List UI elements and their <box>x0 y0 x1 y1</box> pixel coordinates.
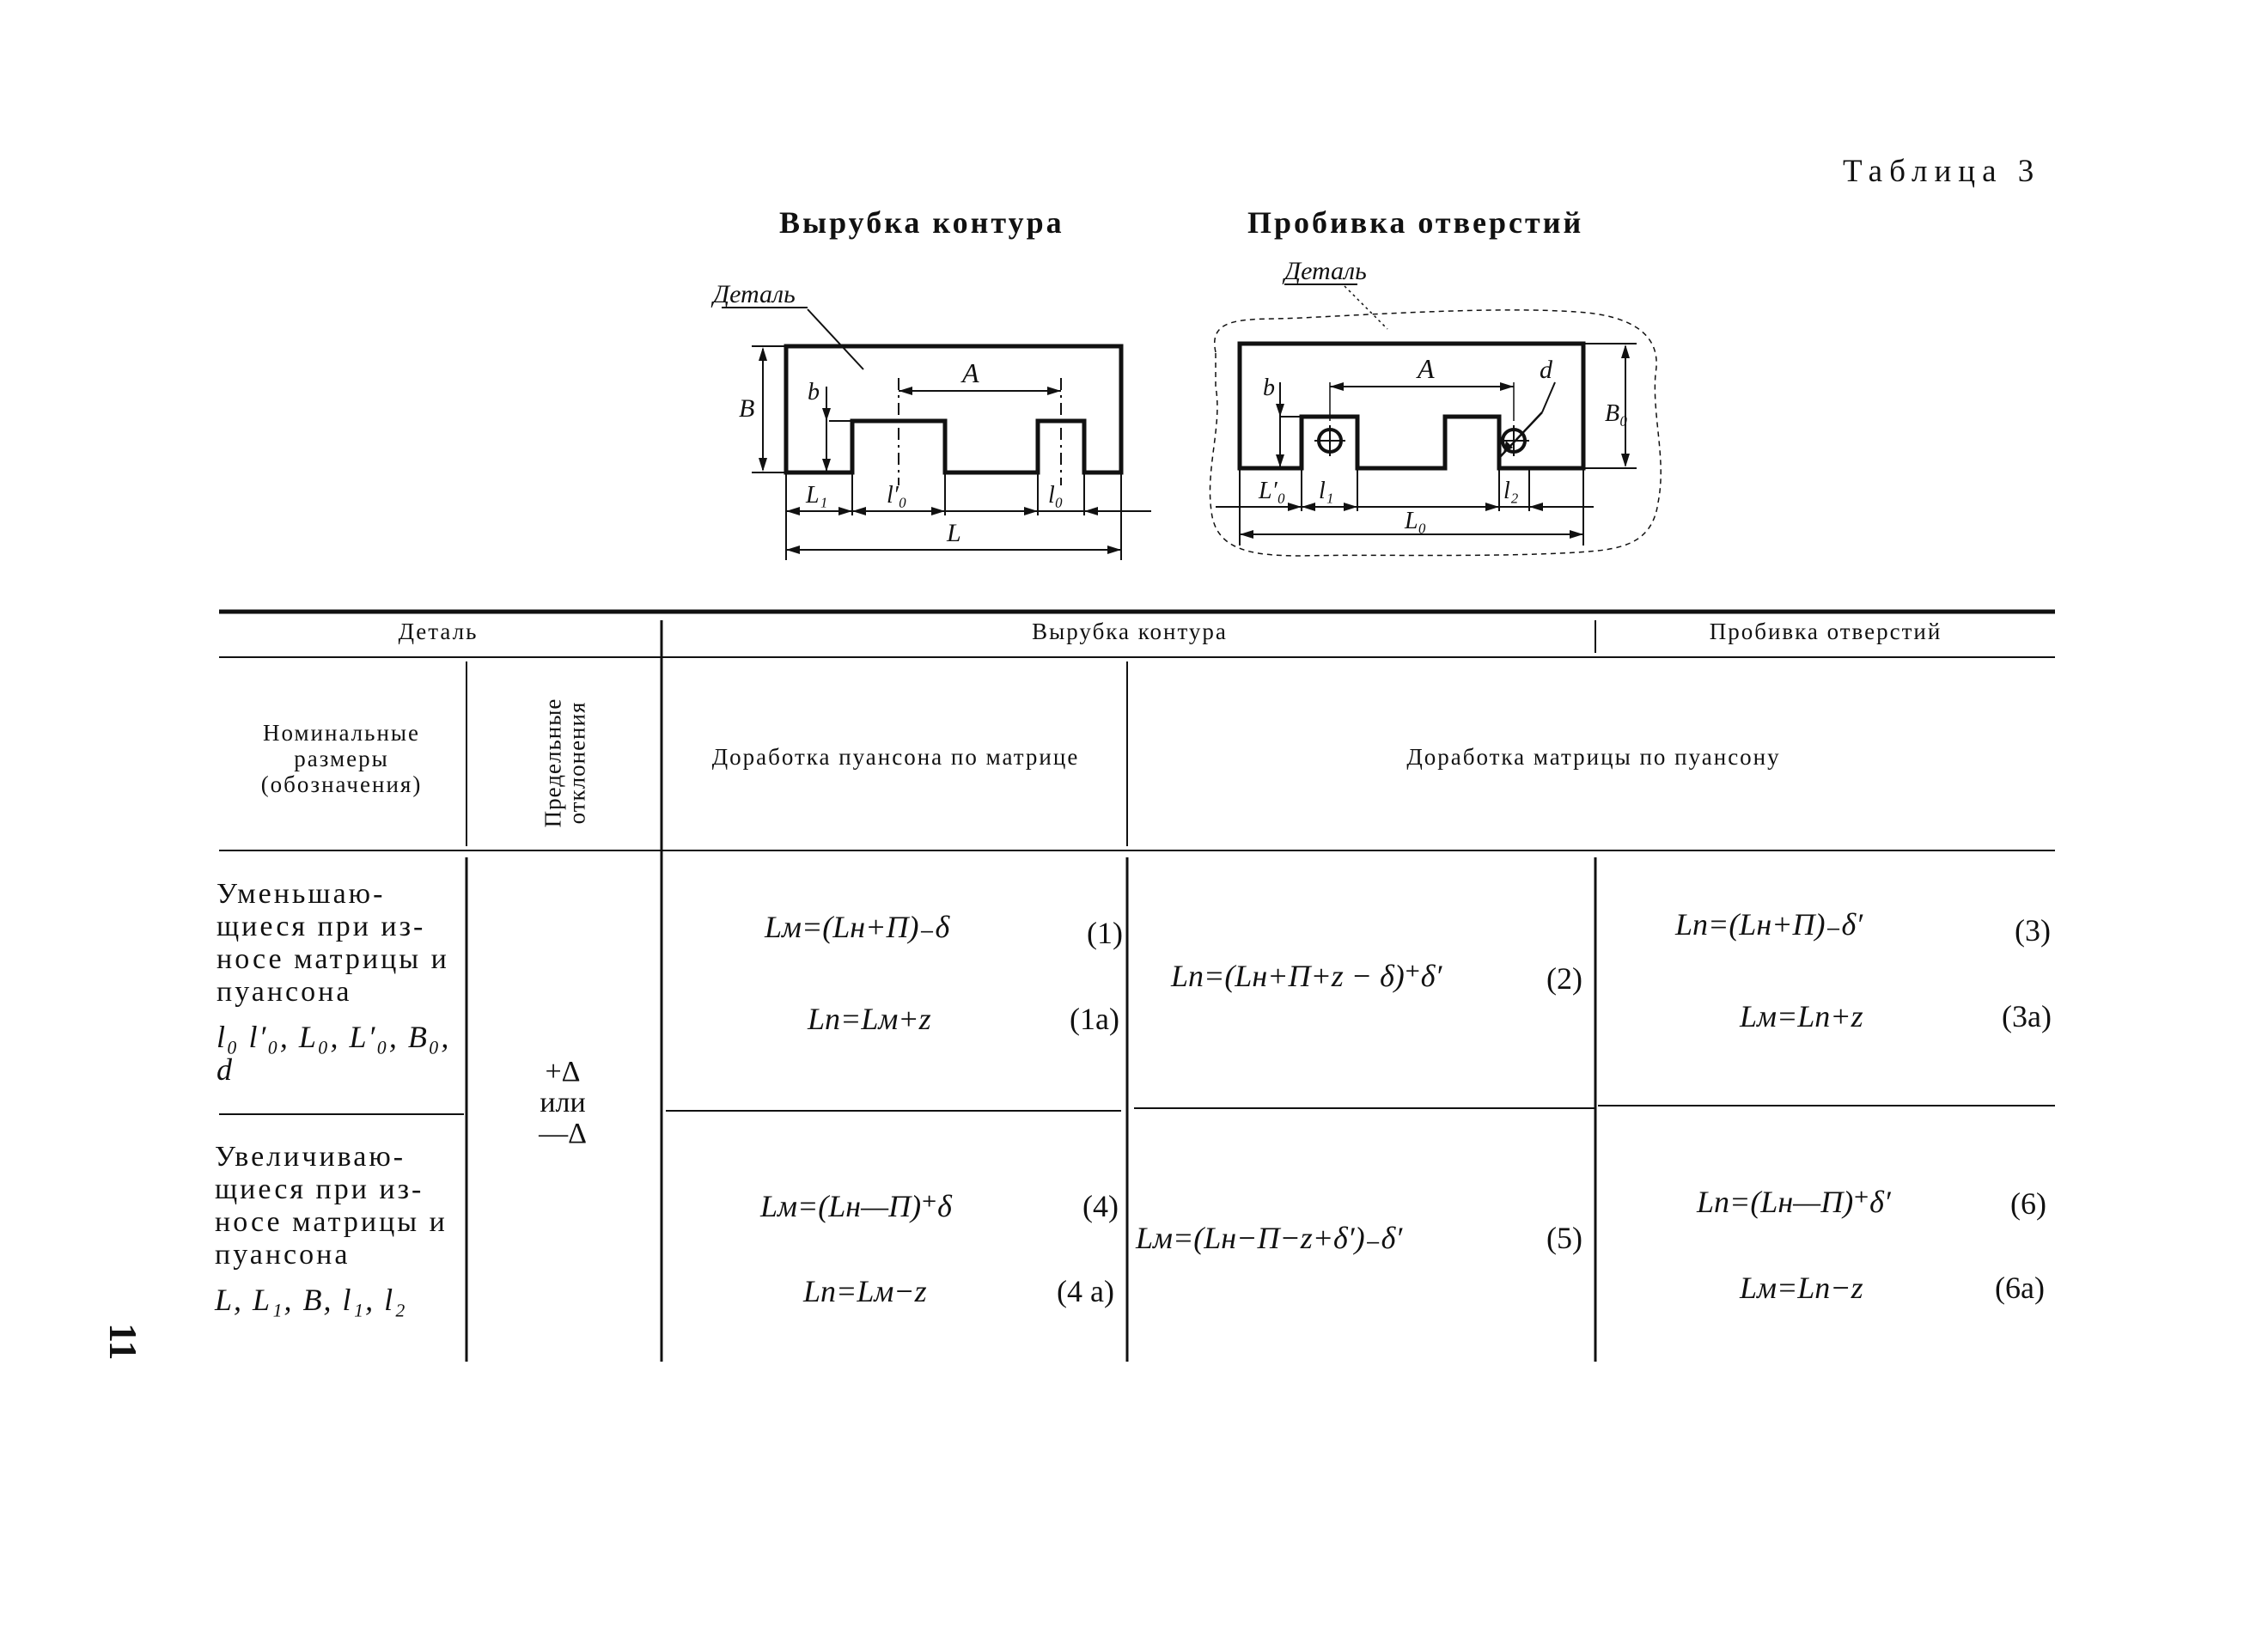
header-deviations: Предельные отклонения <box>540 698 590 828</box>
table-title: Таблица 3 <box>1843 154 2041 189</box>
part-label: Деталь <box>710 280 796 308</box>
header-nominal: Номинальные размеры (обозначения) <box>260 720 423 797</box>
label-L0: L₀ <box>1404 508 1426 534</box>
formula-6: Lп=(Lн—П)⁺δ′ <box>1697 1185 1891 1219</box>
header-die-to-punch: Доработка матрицы по пуансону <box>1406 744 1781 770</box>
label-b: b <box>808 379 820 405</box>
formula-number-1: (1) <box>1087 916 1123 950</box>
formula-3a: Lм=Lп+z <box>1740 999 1863 1033</box>
label-d: d <box>1540 356 1553 384</box>
label-l0-prime: l′₀ <box>887 482 907 509</box>
part-label: Деталь <box>1282 257 1367 285</box>
formula-number-6a: (6a) <box>1995 1271 2045 1305</box>
formula-number-1a: (1a) <box>1070 1002 1119 1036</box>
row-category-decreasing: Уменьшаю- щиеся при из- носе матрицы и п… <box>216 878 461 1086</box>
header-punch-to-die: Доработка пуансона по матрице <box>711 744 1080 770</box>
formula-4a: Lп=Lм−z <box>803 1274 927 1308</box>
deviation-value: +Δ или —Δ <box>539 1056 587 1149</box>
figure-title-punching: Пробивка отверстий <box>1247 205 1584 240</box>
formula-2: Lп=(Lн+П+z − δ)⁺δ′ <box>1171 959 1442 993</box>
label-b: b <box>1263 375 1275 401</box>
label-l0: l₀ <box>1048 482 1064 509</box>
punching-diagram: Деталь d A B₀ b L′₀ l₁ l₂ L₀ <box>1209 257 1662 557</box>
row-category-increasing: Увеличиваю- щиеся при из- носе матрицы и… <box>215 1141 460 1316</box>
header-cutting: Вырубка контура <box>1032 619 1228 644</box>
formula-number-5: (5) <box>1546 1221 1582 1255</box>
header-detail: Деталь <box>398 619 479 644</box>
formula-number-4: (4) <box>1082 1189 1119 1223</box>
row-symbols: l₀ l′₀, L₀, L′₀, B₀, d <box>216 1020 451 1087</box>
page-number: 11 <box>101 1323 145 1361</box>
label-L0-prime: L′₀ <box>1258 478 1285 504</box>
figure-title-cutting: Вырубка контура <box>779 205 1064 240</box>
formula-1a: Lп=Lм+z <box>808 1002 931 1036</box>
label-A: A <box>1416 353 1435 384</box>
formula-number-3: (3) <box>2015 913 2051 948</box>
label-B: B <box>739 394 754 423</box>
formula-number-3a: (3a) <box>2002 999 2052 1033</box>
header-punching: Пробивка отверстий <box>1709 619 1942 644</box>
formula-number-2: (2) <box>1546 961 1582 996</box>
label-l1: l₁ <box>1319 478 1334 504</box>
row-symbols: L, L₁, B, l₁, l₂ <box>215 1283 407 1317</box>
formula-5: Lм=(Lн−П−z+δ′)₋δ′ <box>1136 1221 1403 1255</box>
label-B0: B₀ <box>1605 400 1628 427</box>
label-l2: l₂ <box>1503 478 1519 504</box>
formula-4: Lм=(Lн—П)⁺δ <box>760 1189 952 1223</box>
label-L: L <box>946 519 961 547</box>
formula-3: Lп=(Lн+П)₋δ′ <box>1675 907 1863 942</box>
formula-number-6: (6) <box>2010 1186 2046 1221</box>
formula-1: Lм=(Lн+П)₋δ <box>765 910 950 944</box>
formula-6a: Lм=Lп−z <box>1740 1271 1863 1305</box>
label-L1: L₁ <box>805 482 827 509</box>
label-A: A <box>960 357 979 388</box>
cutting-diagram: Деталь B b A L₁ l′₀ l₀ L <box>710 280 1151 560</box>
formula-number-4a: (4 a) <box>1057 1274 1114 1308</box>
